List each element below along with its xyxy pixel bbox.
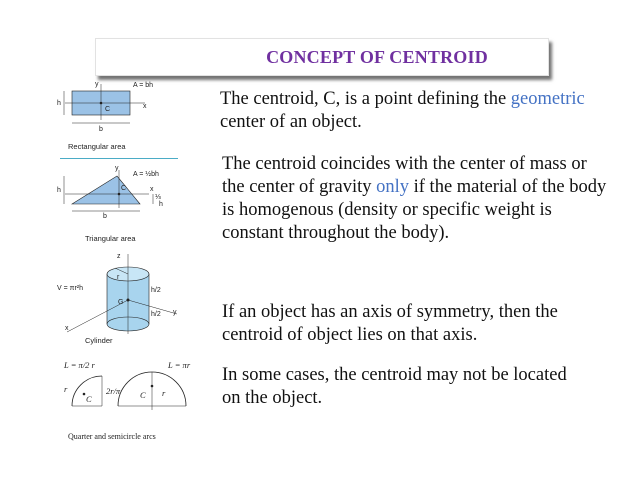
tri-y-label: y: [115, 165, 119, 172]
paragraph-symmetry: If an object has an axis of symmetry, th…: [222, 302, 558, 345]
tri-h2-label: h: [159, 201, 163, 208]
semicircle-length-label: L = πr: [167, 360, 191, 370]
p2-text-b: if the material of the body is homogenou…: [222, 177, 607, 243]
figure-divider: [60, 158, 178, 159]
cyl-g-label: G: [118, 299, 123, 306]
semicircle-centroid-dot: [150, 384, 154, 388]
rect-b-label: b: [99, 126, 103, 133]
cyl-x-label: x: [65, 325, 69, 332]
cyl-x-axis: [66, 299, 129, 333]
arcs-caption: Quarter and semicircle arcs: [68, 432, 156, 441]
triangle-shape: [70, 175, 141, 205]
cylinder-figure: z V = πr²h r G h/2 h/2 y x Cylinder: [55, 252, 180, 345]
tri-third-label: ⅓: [155, 194, 161, 201]
arcs-figure: L = π/2 r L = πr C C r r 2r/π Quarter an…: [50, 358, 220, 441]
title-box: CONCEPT OF CENTROID: [95, 38, 549, 76]
tri-c-label: C: [121, 185, 126, 192]
semicircle-r-label: r: [162, 388, 166, 398]
quarter-arc: [71, 375, 103, 407]
cyl-h2a-label: h/2: [151, 287, 161, 294]
quarter-dist-label: 2r/π: [106, 386, 121, 396]
cyl-caption: Cylinder: [85, 336, 113, 345]
slide-title: CONCEPT OF CENTROID: [266, 46, 488, 67]
tri-h-label: h: [57, 187, 61, 194]
cyl-y-label: y: [173, 309, 177, 316]
quarter-r-label: r: [64, 384, 68, 394]
paragraph-homogeneity: The centroid coincides with the center o…: [222, 153, 610, 245]
p1-accent: geometric: [510, 89, 585, 109]
tri-area-label: A = ½bh: [133, 170, 159, 178]
rect-y-label: y: [95, 81, 99, 88]
cyl-centroid-dot: [126, 298, 130, 302]
tri-b-label: b: [103, 213, 107, 220]
cyl-volume-label: V = πr²h: [57, 285, 83, 292]
triangle-figure: y A = ½bh x C h b ⅓ h Triangular area: [55, 165, 175, 243]
centroid-dot: [99, 101, 103, 105]
tri-caption: Triangular area: [85, 234, 136, 243]
cyl-r-label: r: [117, 274, 120, 281]
rect-caption: Rectangular area: [68, 142, 126, 151]
cyl-z-label: z: [117, 253, 121, 260]
rect-h-label: h: [57, 100, 61, 107]
p1-text-b: center of an object.: [220, 112, 362, 132]
p1-text-a: The centroid, C, is a point defining the: [220, 89, 511, 109]
paragraph-definition: The centroid, C, is a point defining the…: [220, 88, 620, 134]
rectangle-figure: y A = bh x C h b Rectangular area: [55, 78, 175, 151]
quarter-length-label: L = π/2 r: [63, 360, 96, 370]
tri-centroid-dot: [117, 192, 121, 196]
semicircle-c-label: C: [140, 390, 146, 400]
quarter-centroid-dot: [82, 392, 86, 396]
quarter-c-label: C: [86, 394, 92, 404]
p2-text-a: The centroid coincides with the center o…: [222, 154, 587, 197]
rect-x-label: x: [143, 103, 147, 110]
rect-area-label: A = bh: [133, 82, 153, 89]
p2-accent: only: [376, 177, 409, 197]
rect-c-label: C: [105, 106, 110, 113]
cyl-y-axis: [127, 299, 178, 315]
cyl-h2b-label: h/2: [151, 311, 161, 318]
paragraph-outside: In some cases, the centroid may not be l…: [222, 365, 567, 408]
tri-x-label: x: [150, 186, 154, 193]
cyl-r-line: [114, 267, 129, 275]
